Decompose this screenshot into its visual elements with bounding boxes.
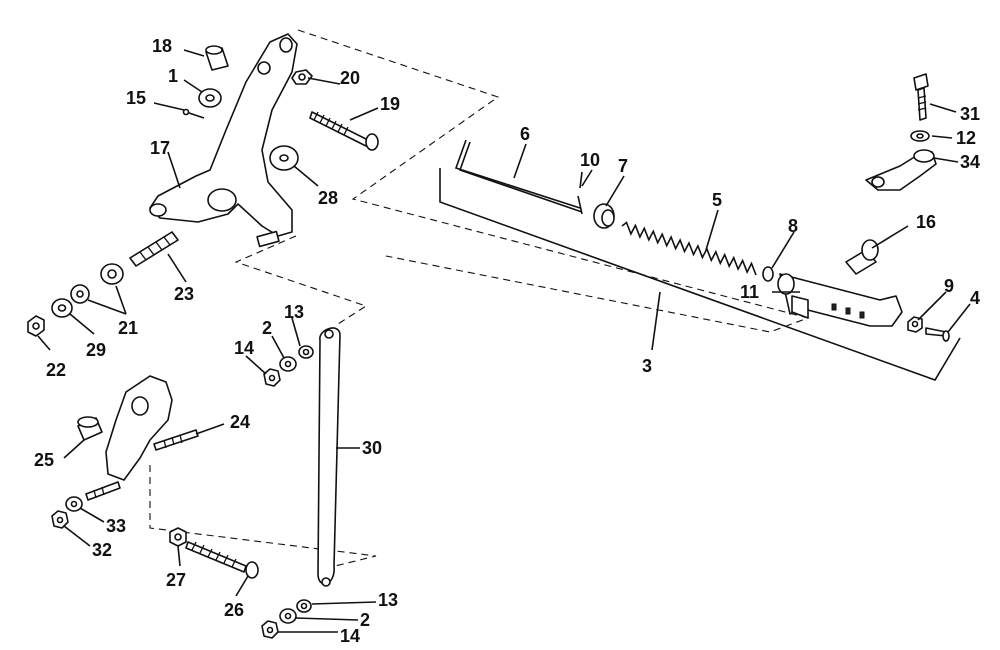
callout-14-lower: 14 <box>340 626 360 646</box>
callout-24: 24 <box>230 412 250 432</box>
callout-28: 28 <box>318 188 338 208</box>
part-31-bolt <box>913 73 929 121</box>
callout-33: 33 <box>106 516 126 536</box>
callout-21: 21 <box>118 318 138 338</box>
callout-15: 15 <box>126 88 146 108</box>
part-16-pin <box>845 239 879 275</box>
callout-4: 4 <box>970 288 980 308</box>
part-2-washer-upper <box>279 356 297 372</box>
part-19-screw <box>309 111 379 151</box>
part-24-lower-lever <box>85 375 199 501</box>
callout-3: 3 <box>642 356 652 376</box>
part-23-stud <box>129 231 179 267</box>
part-12-washer <box>910 130 930 142</box>
part-22-nut <box>27 315 45 337</box>
callout-8: 8 <box>788 216 798 236</box>
callout-1: 1 <box>168 66 178 86</box>
part-7-nut <box>593 203 615 229</box>
callout-25: 25 <box>34 450 54 470</box>
part-18-bushing <box>205 45 229 71</box>
part-13-bushing-upper <box>298 345 314 359</box>
part-33-washer <box>65 496 83 512</box>
part-32-nut <box>51 510 69 529</box>
callout-labels: 18 1 15 17 20 19 28 23 21 29 22 13 2 14 … <box>34 36 980 646</box>
callout-30: 30 <box>362 438 382 458</box>
part-15-cotter-pin <box>182 108 205 119</box>
part-5-spring <box>621 221 757 276</box>
part-27-nut <box>169 527 187 547</box>
part-4-screw <box>925 327 950 342</box>
part-30-link-rod <box>317 327 341 587</box>
callout-6: 6 <box>520 124 530 144</box>
callout-13-lower: 13 <box>378 590 398 610</box>
callout-14-upper: 14 <box>234 338 254 358</box>
part-20-nut <box>291 69 313 85</box>
callout-12: 12 <box>956 128 976 148</box>
part-2-washer-lower <box>279 608 297 624</box>
callout-19: 19 <box>380 94 400 114</box>
callout-13-upper: 13 <box>284 302 304 322</box>
part-29-washer <box>51 298 73 318</box>
part-25-bushing <box>77 416 103 441</box>
callout-11: 11 <box>740 282 759 302</box>
callout-20: 20 <box>340 68 360 88</box>
callout-31: 31 <box>960 104 980 124</box>
callout-26: 26 <box>224 600 244 620</box>
callout-leaders <box>37 49 971 633</box>
part-10-pin <box>577 171 583 215</box>
callout-22: 22 <box>46 360 66 380</box>
part-26-screw <box>185 541 259 579</box>
callout-7: 7 <box>618 156 628 176</box>
part-6-bent-rod <box>454 139 583 213</box>
part-14-nut-lower <box>261 620 279 639</box>
callout-17: 17 <box>150 138 170 158</box>
part-14-nut-upper <box>263 368 281 387</box>
callout-27: 27 <box>166 570 186 590</box>
part-21-spacer <box>70 263 124 304</box>
part-1-washer <box>198 88 222 108</box>
callout-29: 29 <box>86 340 106 360</box>
part-13-bushing-lower <box>296 599 312 613</box>
part-3-base-line <box>439 168 961 381</box>
part-34-arm <box>865 149 937 191</box>
part-8-collar <box>762 266 774 282</box>
callout-23: 23 <box>174 284 194 304</box>
part-11-housing <box>777 273 903 327</box>
assembly-dashed-outlines <box>149 29 810 567</box>
callout-10: 10 <box>580 150 600 170</box>
part-28-washer <box>269 145 299 171</box>
callout-2-lower: 2 <box>360 610 370 630</box>
callout-16: 16 <box>916 212 936 232</box>
callout-34: 34 <box>960 152 980 172</box>
callout-2-upper: 2 <box>262 318 272 338</box>
part-9-nut <box>907 316 923 333</box>
callout-5: 5 <box>712 190 722 210</box>
callout-32: 32 <box>92 540 112 560</box>
part-17-lever-bracket <box>149 33 298 248</box>
callout-9: 9 <box>944 276 954 296</box>
callout-18: 18 <box>152 36 172 56</box>
